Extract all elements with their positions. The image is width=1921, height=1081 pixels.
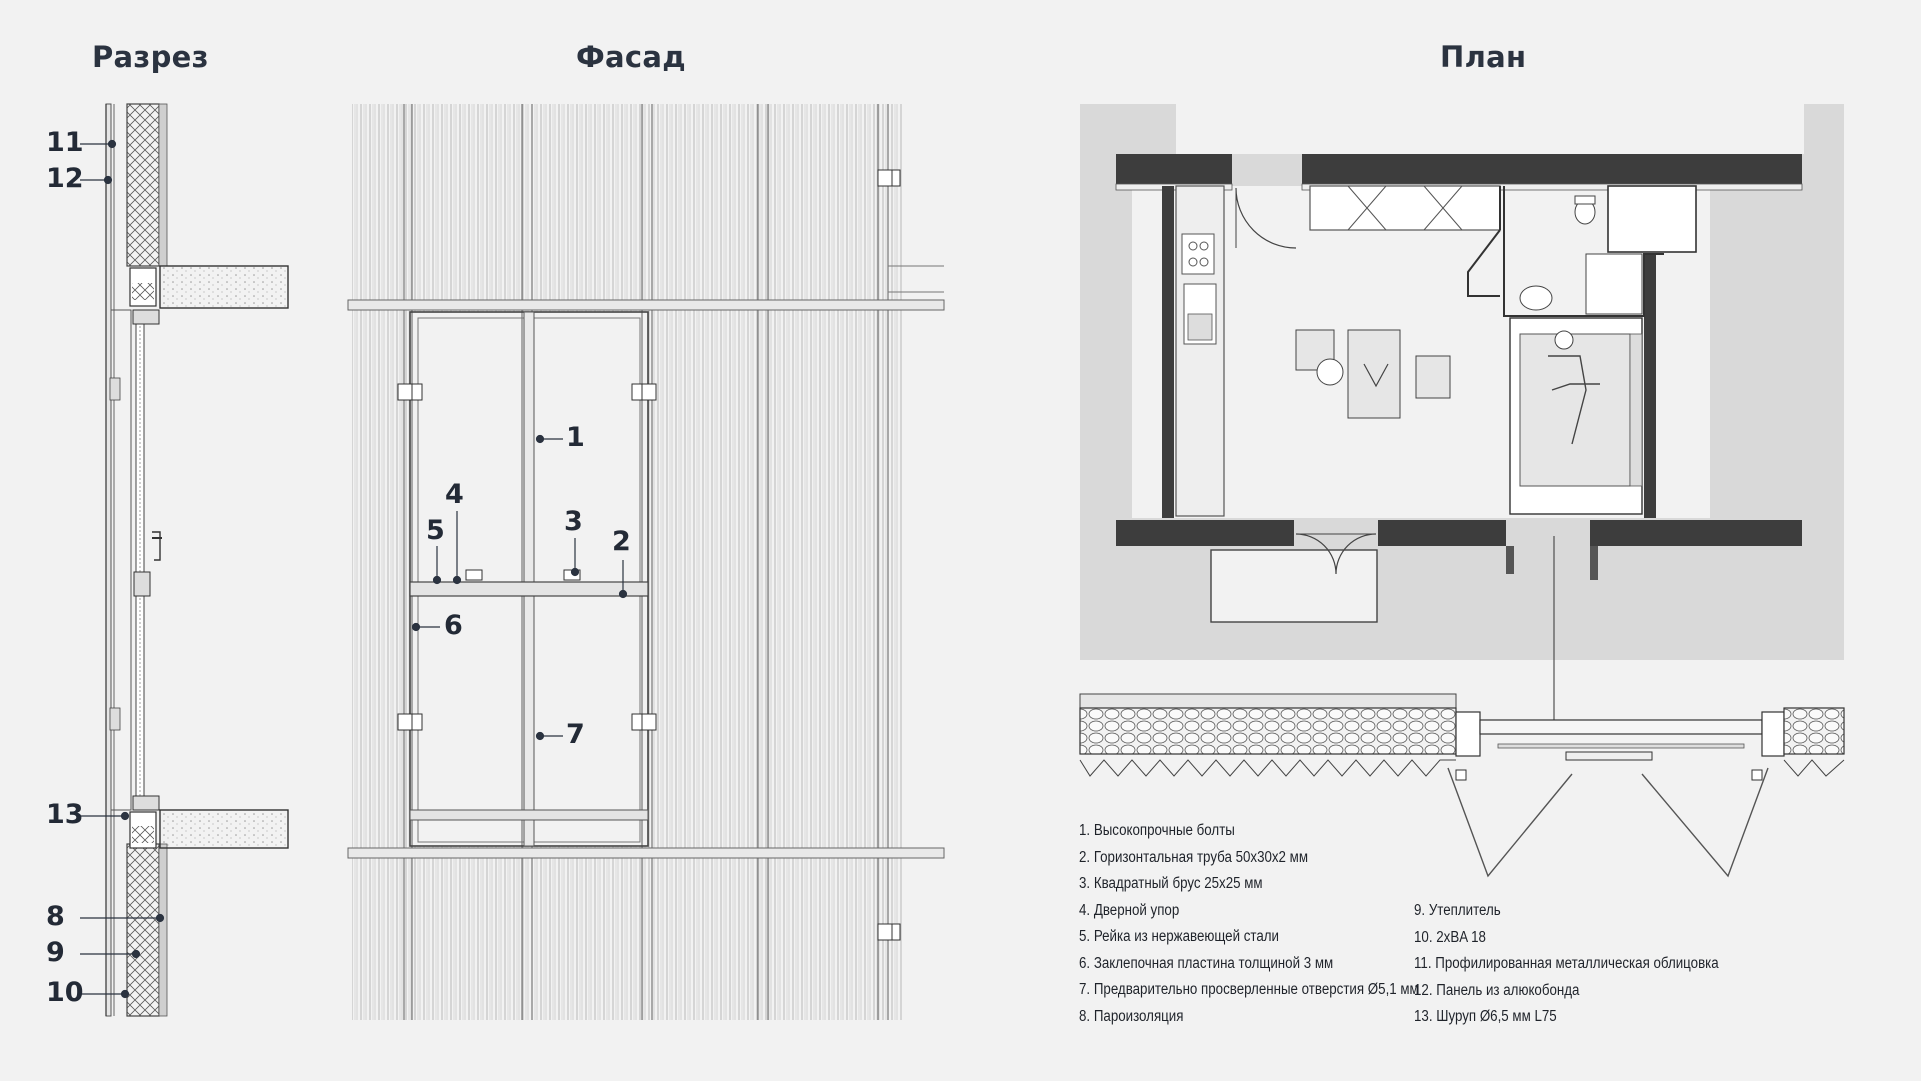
section-callout-12: 12 xyxy=(46,163,84,194)
plan-drawing xyxy=(1080,104,1844,720)
section-title: Разрез xyxy=(92,40,209,74)
facade-leaders xyxy=(411,434,628,741)
legend-item: 7. Предварительно просверленные отверсти… xyxy=(1079,981,1419,998)
legend-right-column: 9. Утеплитель 10. 2xBA 18 11. Профилиров… xyxy=(1414,898,1768,1031)
legend-item: 9. Утеплитель xyxy=(1414,902,1501,919)
legend-item: 6. Заклепочная пластина толщиной 3 мм xyxy=(1079,954,1334,972)
section-drawing xyxy=(105,103,289,1017)
facade-callout-2: 2 xyxy=(612,526,631,557)
section-callout-8: 8 xyxy=(46,901,65,932)
section-callout-10: 10 xyxy=(46,977,84,1008)
facade-drawing xyxy=(347,104,945,1020)
legend-item: 3. Квадратный брус 25x25 мм xyxy=(1079,875,1263,892)
legend-item: 13. Шуруп Ø6,5 мм L75 xyxy=(1414,1008,1557,1025)
legend-item: 11. Профилированная металлическая облицо… xyxy=(1414,955,1719,972)
plan-detail-drawing xyxy=(1079,693,1845,878)
facade-callout-7: 7 xyxy=(566,719,585,750)
legend-item: 5. Рейка из нержавеющей стали xyxy=(1079,928,1279,945)
plan-title: План xyxy=(1440,40,1527,74)
section-leaders xyxy=(80,139,165,999)
legend-item: 2. Горизонтальная труба 50x30x2 мм xyxy=(1079,848,1309,866)
legend-left-column: 1. Высокопрочные болты 2. Горизонтальная… xyxy=(1079,818,1474,1030)
section-callout-11: 11 xyxy=(46,127,84,158)
legend-item: 1. Высокопрочные болты xyxy=(1079,822,1235,839)
facade-title: Фасад xyxy=(576,40,687,74)
facade-callout-1: 1 xyxy=(566,422,585,453)
section-callout-13: 13 xyxy=(46,799,84,830)
legend-item: 12. Панель из алюкобонда xyxy=(1414,981,1580,999)
facade-callout-5: 5 xyxy=(426,515,445,546)
legend-item: 4. Дверной упор xyxy=(1079,901,1180,919)
facade-callout-3: 3 xyxy=(564,506,583,537)
facade-callout-4: 4 xyxy=(445,479,464,510)
legend-item: 8. Пароизоляция xyxy=(1079,1007,1184,1025)
facade-callout-6: 6 xyxy=(444,610,463,641)
section-callout-9: 9 xyxy=(46,937,65,968)
legend-item: 10. 2xBA 18 xyxy=(1414,928,1486,946)
